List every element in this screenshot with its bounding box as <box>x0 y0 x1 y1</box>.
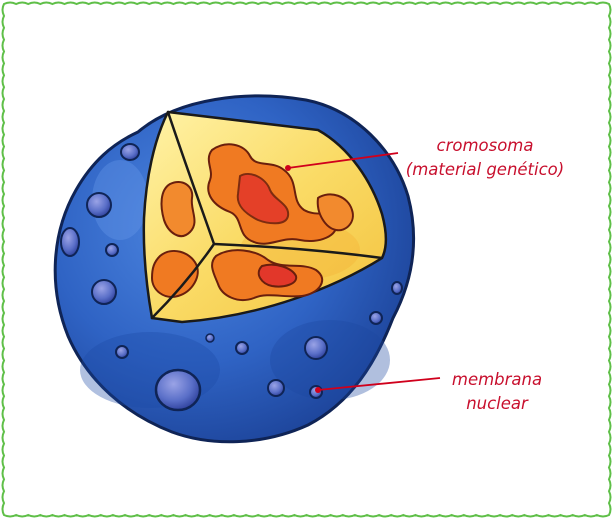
label-chromosome-line2: (material genético) <box>380 158 590 182</box>
nuclear-pore <box>268 380 284 396</box>
label-chromosome: cromosoma (material genético) <box>380 134 590 182</box>
nuclear-pore <box>156 370 200 410</box>
label-chromosome-line1: cromosoma <box>380 134 590 158</box>
leader-dot-chromosome <box>285 165 291 171</box>
nuclear-pore <box>116 346 128 358</box>
nuclear-pore <box>121 144 139 160</box>
nuclear-pore <box>392 282 402 294</box>
nuclear-pore <box>206 334 214 342</box>
nuclear-pore <box>236 342 248 354</box>
nuclear-pore <box>87 193 111 217</box>
nuclear-pore <box>305 337 327 359</box>
label-membrane-line1: membrana <box>432 368 562 392</box>
nuclear-pore <box>92 280 116 304</box>
nuclear-pore <box>106 244 118 256</box>
label-membrane-line2: nuclear <box>432 392 562 416</box>
nuclear-pore <box>61 228 79 256</box>
leader-dot-membrane <box>315 387 321 393</box>
label-membrane: membrana nuclear <box>432 368 562 416</box>
nuclear-pore <box>370 312 382 324</box>
